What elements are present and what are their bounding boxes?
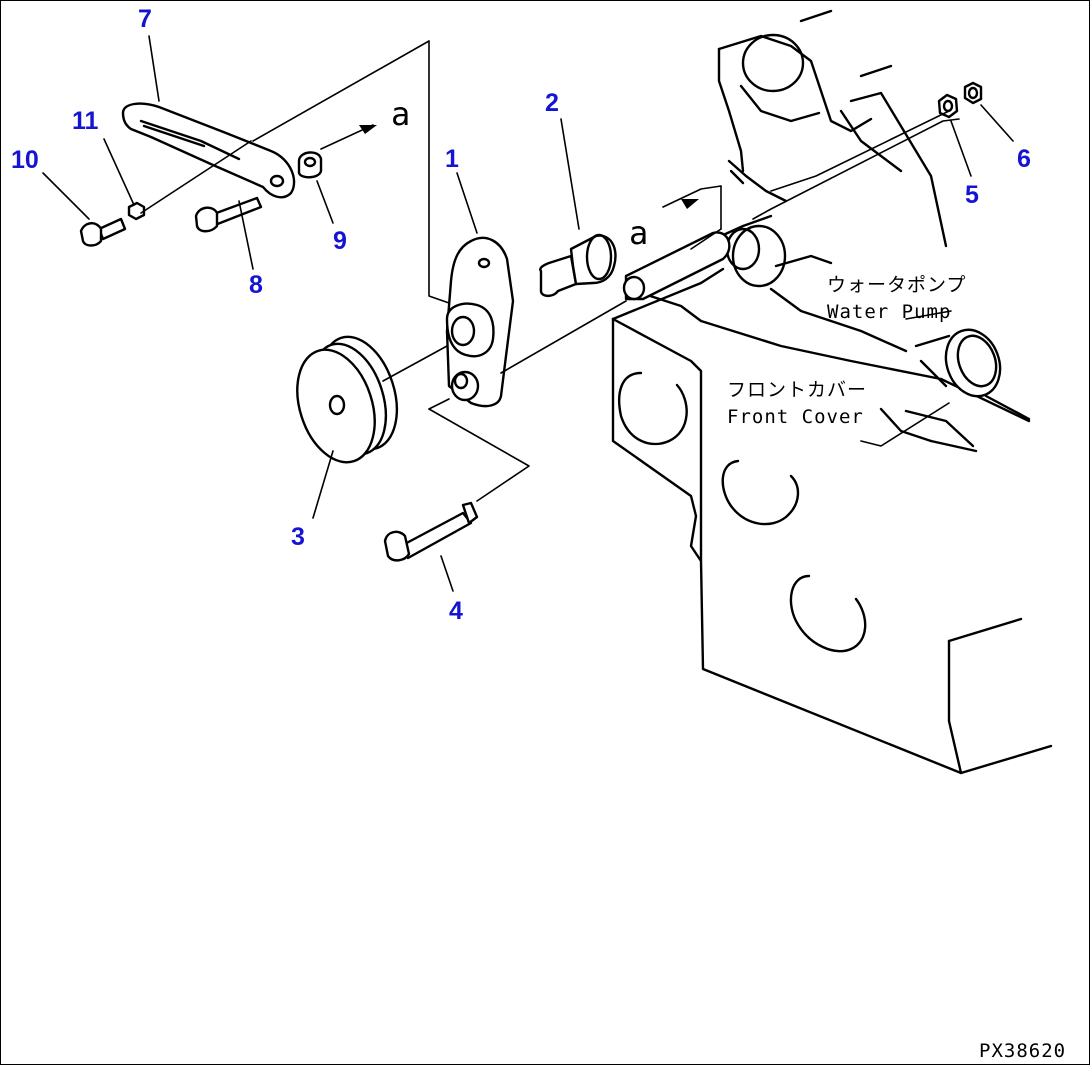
front-cover-label-en: Front Cover: [727, 406, 864, 428]
arrow-a-right: [681, 199, 699, 209]
callout-2: 2: [545, 89, 559, 117]
marker-a-right: a: [629, 214, 648, 252]
callout-11: 11: [72, 107, 99, 135]
arrow-a-left: [359, 125, 377, 134]
callout-3: 3: [291, 523, 305, 551]
water-pump-label-jp: ウォータポンプ: [827, 274, 966, 296]
callout-6: 6: [1017, 145, 1031, 173]
callout-10: 10: [11, 146, 39, 174]
callout-4: 4: [449, 597, 463, 625]
callout-5: 5: [965, 181, 979, 209]
callout-7: 7: [138, 5, 152, 33]
front-cover-leader: [860, 402, 950, 447]
nut-part-5: [937, 93, 959, 119]
callout-9: 9: [333, 227, 347, 255]
nut-part-9: [297, 151, 323, 179]
bolt-part-4: [383, 501, 479, 562]
assembly-lines: [140, 40, 960, 502]
callout-leaders: [42, 35, 1014, 592]
nut-part-6: [963, 81, 983, 105]
bracket-part-1: [445, 236, 515, 408]
pulley-part-3: [296, 335, 399, 464]
figure-id: PX38620: [979, 1040, 1066, 1062]
plate-part-7: [121, 102, 296, 199]
marker-a-left: a: [391, 95, 410, 133]
water-pump-leader: [905, 310, 952, 320]
bolt-part-8: [194, 196, 263, 233]
bolt-part-10: [79, 217, 127, 247]
water-pump: [717, 9, 1031, 421]
callout-1: 1: [445, 145, 459, 173]
front-cover-label-jp: フロントカバー: [727, 379, 867, 401]
shaft-part-2: [539, 233, 617, 298]
callout-8: 8: [249, 271, 263, 299]
washer-part-11: [127, 201, 146, 221]
water-pump-label-en: Water Pump: [827, 301, 951, 323]
engine-front-cover: [611, 267, 1053, 775]
